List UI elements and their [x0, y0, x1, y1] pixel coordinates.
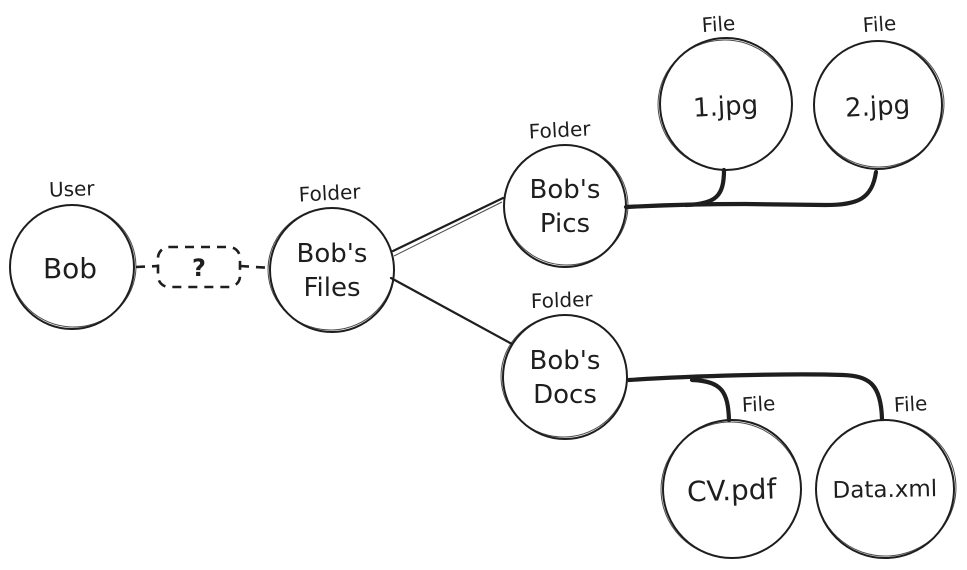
- edge-bobs-docs-cvpdf: [689, 377, 732, 423]
- file-cvpdf-type-label: File: [741, 391, 776, 417]
- bobs-docs-type-label: Folder: [530, 287, 593, 313]
- file-1jpg-type-label: File: [701, 11, 736, 37]
- bobs-pics-label-line1: Bob's: [530, 175, 601, 205]
- bobs-files-type-label: Folder: [298, 179, 362, 206]
- edges: [135, 167, 885, 423]
- edge-bobs-files-bobs-pics-sketch: [393, 201, 503, 257]
- file-2jpg-label: 2.jpg: [844, 90, 911, 123]
- bob-label: Bob: [43, 252, 97, 285]
- file-2jpg-type-label: File: [862, 11, 897, 37]
- file-dataxml-type-label: File: [893, 391, 928, 417]
- node-file-cvpdf: File CV.pdf: [660, 391, 802, 559]
- file-2jpg-circle-sketch: [813, 40, 945, 168]
- bobs-pics-type-label: Folder: [528, 116, 592, 143]
- edge-question-bobs-files: [239, 264, 272, 270]
- file-cvpdf-label: CV.pdf: [686, 472, 778, 508]
- edge-bobs-files-bobs-pics: [391, 196, 505, 253]
- file-dataxml-circle-sketch: [815, 419, 957, 557]
- node-file-dataxml: File Data.xml: [815, 391, 957, 559]
- bob-circle-sketch: [9, 204, 137, 328]
- bobs-docs-circle-sketch: [500, 314, 628, 438]
- question-box: [156, 245, 242, 289]
- edge-bobs-pics-2jpg: [623, 169, 879, 210]
- node-bob: User Bob: [9, 176, 137, 330]
- bobs-files-circle: [269, 207, 395, 333]
- bobs-pics-label-line2: Pics: [540, 209, 590, 239]
- bob-type-label: User: [49, 176, 96, 202]
- edge-bob-question: [135, 264, 159, 269]
- bobs-pics-circle-sketch: [503, 144, 629, 266]
- file-dataxml-label: Data.xml: [832, 476, 937, 504]
- bobs-docs-circle: [502, 314, 628, 440]
- edge-bobs-docs-dataxml: [626, 372, 885, 422]
- bobs-files-circle-sketch: [267, 207, 395, 331]
- file-cvpdf-circle-sketch: [660, 421, 802, 559]
- node-question: ?: [156, 245, 242, 289]
- edge-bobs-pics-1jpg: [683, 167, 727, 208]
- edge-bobs-files-bobs-docs: [389, 276, 514, 346]
- file-1jpg-circle-sketch: [657, 39, 793, 171]
- node-bobs-pics: Folder Bob's Pics: [503, 116, 629, 268]
- bobs-files-label-line1: Bob's: [297, 239, 368, 269]
- bobs-files-label-line2: Files: [303, 273, 360, 303]
- question-label: ?: [192, 254, 206, 282]
- node-bobs-docs: Folder Bob's Docs: [500, 287, 628, 440]
- node-file-1jpg: File 1.jpg: [657, 11, 793, 171]
- file-1jpg-label: 1.jpg: [692, 90, 759, 123]
- bobs-pics-circle: [503, 144, 627, 268]
- node-bobs-files: Folder Bob's Files: [267, 179, 395, 333]
- bobs-docs-label-line1: Bob's: [530, 346, 601, 376]
- node-file-2jpg: File 2.jpg: [813, 11, 945, 170]
- bobs-docs-label-line2: Docs: [533, 380, 597, 410]
